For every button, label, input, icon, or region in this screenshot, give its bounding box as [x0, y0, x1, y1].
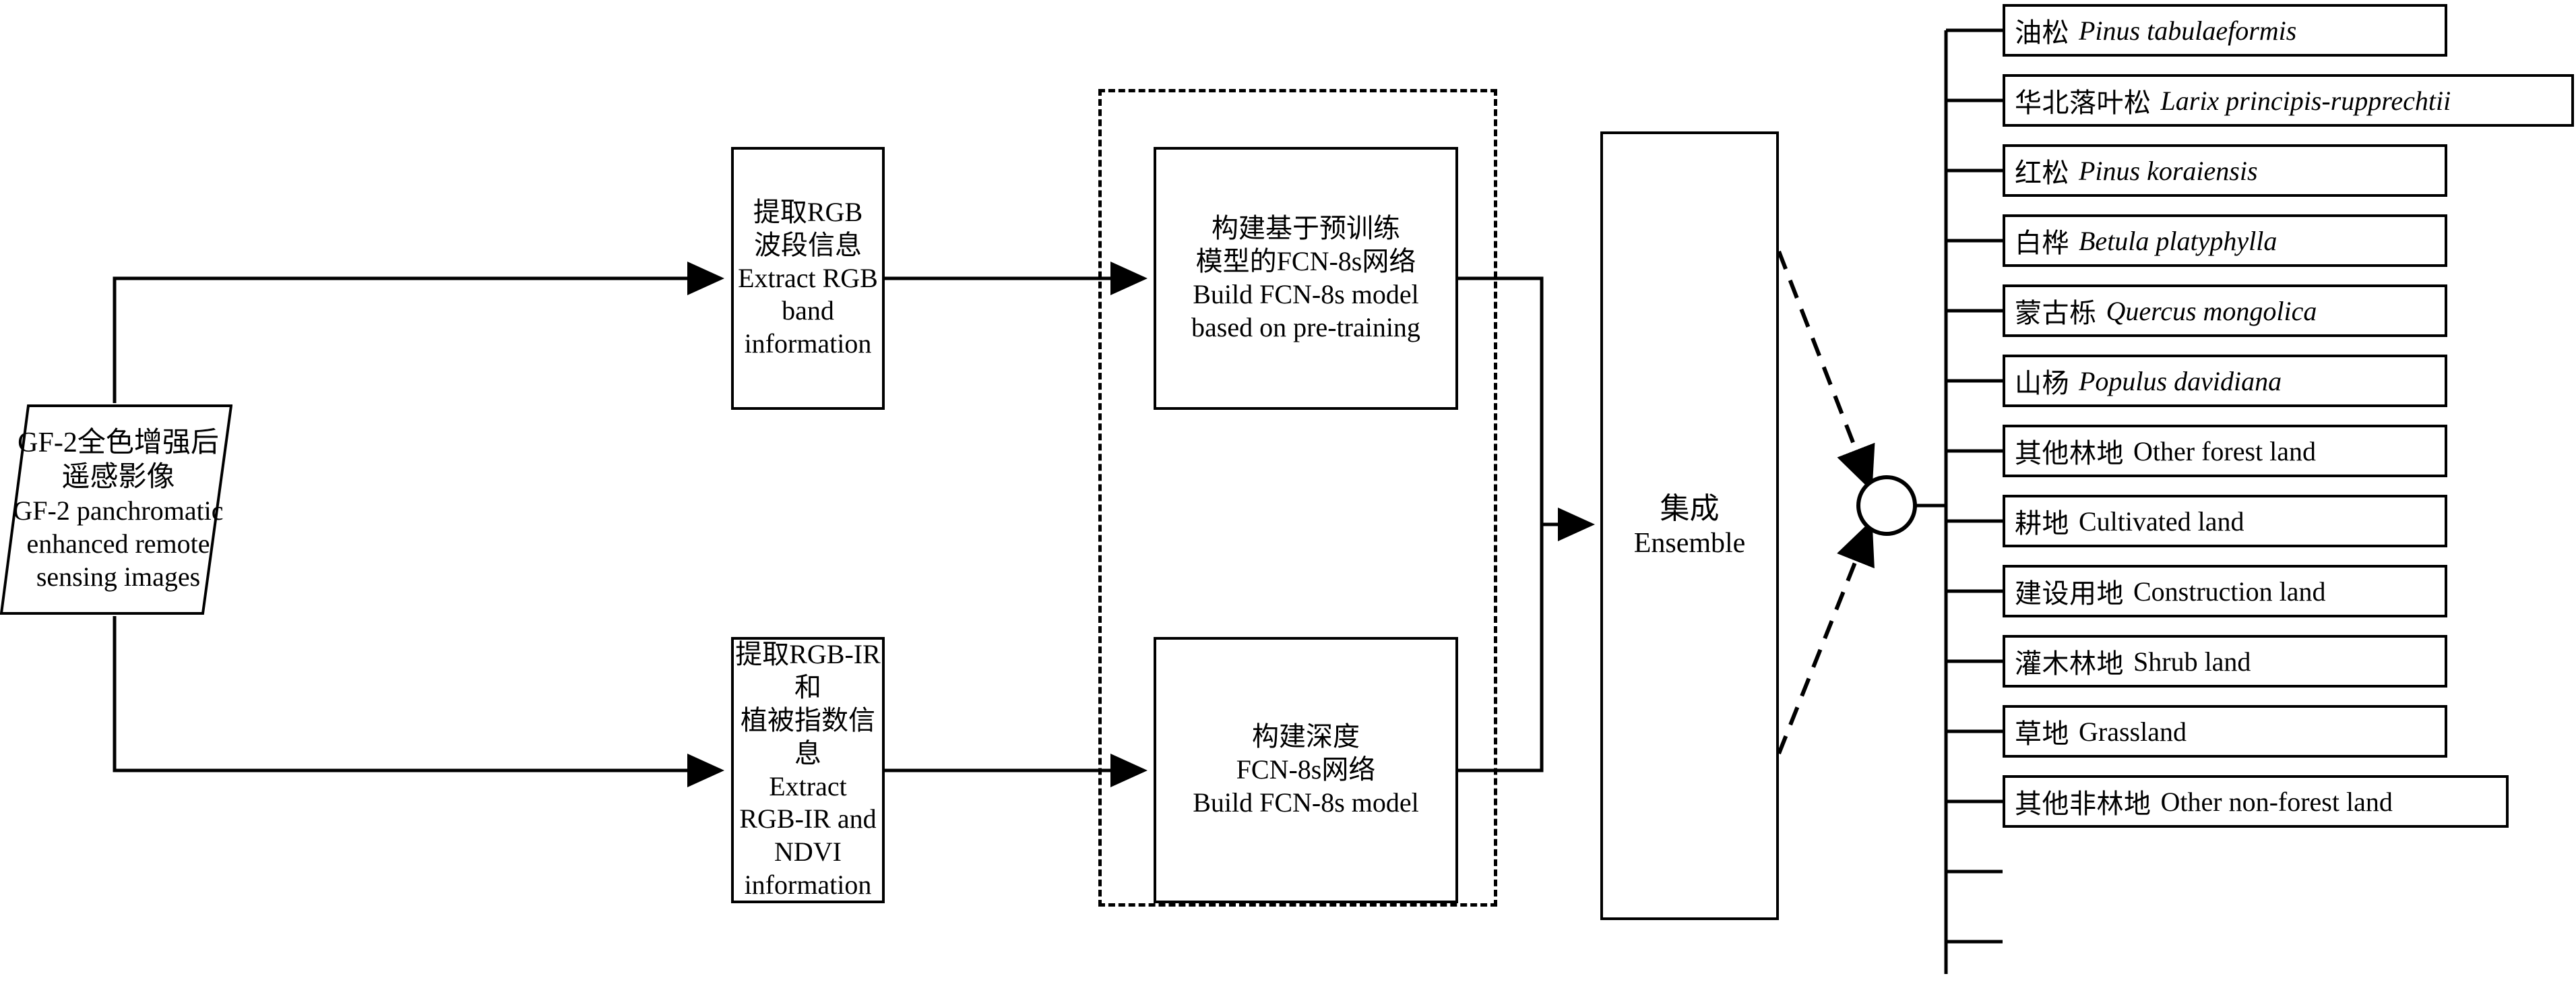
output-class-cn: 建设用地 [2015, 578, 2124, 609]
fcn-pretrain-en-2: based on pre-training [1191, 311, 1420, 342]
output-class-cn: 其他林地 [2015, 438, 2124, 468]
ensemble-node: 集成 Ensemble [1600, 131, 1779, 920]
fcn-pretrain-cn-2: 模型的FCN-8s网络 [1195, 246, 1416, 277]
fcn-deep-cn-1: 构建深度 [1252, 721, 1360, 752]
output-class-cn: 灌木林地 [2015, 648, 2124, 679]
build-fcn8s-deep-node: 构建深度 FCN-8s网络 Build FCN-8s model [1154, 637, 1458, 903]
gf2-input-cn-line: GF-2全色增强后遥感影像 [18, 427, 219, 493]
output-class-en: Other forest land [2133, 435, 2317, 466]
output-class-scientific-name: Betula platyphylla [2079, 225, 2277, 256]
output-class-en: Cultivated land [2079, 506, 2244, 537]
output-class-box[interactable]: 红松 Pinus koraiensis [2003, 144, 2447, 197]
gf2-input-en-line-2: enhanced remote [26, 528, 210, 559]
extract-rgbir-en-2: NDVI information [744, 837, 872, 900]
output-class-box[interactable]: 油松 Pinus tabulaeformis [2003, 4, 2447, 57]
extract-rgb-cn-1: 提取RGB [753, 197, 863, 227]
output-class-cn: 山杨 [2015, 368, 2069, 398]
build-fcn8s-pretrained-node: 构建基于预训练 模型的FCN-8s网络 Build FCN-8s model b… [1154, 147, 1458, 410]
output-class-en: Other non-forest land [2160, 786, 2393, 817]
output-class-cn: 华北落叶松 [2015, 88, 2151, 118]
output-class-cn: 红松 [2015, 158, 2069, 188]
fcn-pretrain-cn-1: 构建基于预训练 [1211, 213, 1400, 244]
output-class-scientific-name: Quercus mongolica [2106, 295, 2317, 326]
output-class-box[interactable]: 华北落叶松 Larix principis-rupprechtii [2003, 74, 2574, 127]
output-class-box[interactable]: 草地 Grassland [2003, 705, 2447, 758]
output-class-box[interactable]: 其他林地 Other forest land [2003, 425, 2447, 477]
extract-rgbir-en-1: Extract RGB-IR and [739, 770, 877, 834]
output-class-cn: 白桦 [2015, 228, 2069, 258]
output-class-box[interactable]: 耕地 Cultivated land [2003, 495, 2447, 547]
output-class-cn: 耕地 [2015, 508, 2069, 539]
ensemble-en: Ensemble [1633, 528, 1746, 559]
output-class-scientific-name: Pinus koraiensis [2079, 155, 2258, 186]
extract-rgbir-cn-2: 植被指数信息 [741, 704, 875, 768]
output-class-box[interactable]: 山杨 Populus davidiana [2003, 355, 2447, 407]
output-class-scientific-name: Populus davidiana [2079, 365, 2282, 396]
output-class-scientific-name: Larix principis-rupprechtii [2160, 85, 2451, 116]
output-class-box[interactable]: 其他非林地 Other non-forest land [2003, 775, 2509, 828]
extract-rgb-ir-ndvi-node: 提取RGB-IR和 植被指数信息 Extract RGB-IR and NDVI… [731, 637, 885, 903]
output-class-cn: 其他非林地 [2015, 789, 2151, 819]
fcn-deep-en-1: Build FCN-8s model [1193, 787, 1419, 818]
output-class-cn: 蒙古栎 [2015, 298, 2097, 328]
output-class-cn: 草地 [2015, 719, 2069, 749]
output-class-cn: 油松 [2015, 18, 2069, 48]
extract-rgb-node: 提取RGB 波段信息 Extract RGB band information [731, 147, 885, 410]
ensemble-cn: 集成 [1660, 491, 1720, 525]
output-class-scientific-name: Pinus tabulaeformis [2079, 15, 2297, 46]
merge-junction-circle [1856, 475, 1917, 536]
parallelogram-shape [0, 404, 232, 615]
output-class-box[interactable]: 蒙古栎 Quercus mongolica [2003, 284, 2447, 337]
output-class-box[interactable]: 灌木林地 Shrub land [2003, 635, 2447, 688]
output-class-en: Grassland [2079, 716, 2187, 747]
extract-rgb-en-2: information [744, 328, 872, 359]
extract-rgbir-cn-1: 提取RGB-IR和 [735, 639, 881, 703]
fcn-deep-cn-2: FCN-8s网络 [1236, 754, 1376, 785]
output-class-en: Construction land [2133, 576, 2326, 607]
fcn-group-dashed-frame [1098, 89, 1497, 907]
output-class-box[interactable]: 白桦 Betula platyphylla [2003, 214, 2447, 267]
output-class-box[interactable]: 建设用地 Construction land [2003, 565, 2447, 617]
fcn-pretrain-en-1: Build FCN-8s model [1193, 279, 1419, 309]
gf2-input-en-line-3: sensing images [36, 561, 201, 592]
gf2-input-en-line-1: GF-2 panchromatic [13, 495, 224, 526]
extract-rgb-cn-2: 波段信息 [754, 229, 862, 260]
gf2-input-node: GF-2全色增强后遥感影像 GF-2 panchromatic enhanced… [0, 403, 232, 616]
output-class-en: Shrub land [2133, 646, 2251, 677]
extract-rgb-en-1: Extract RGB band [738, 262, 878, 326]
